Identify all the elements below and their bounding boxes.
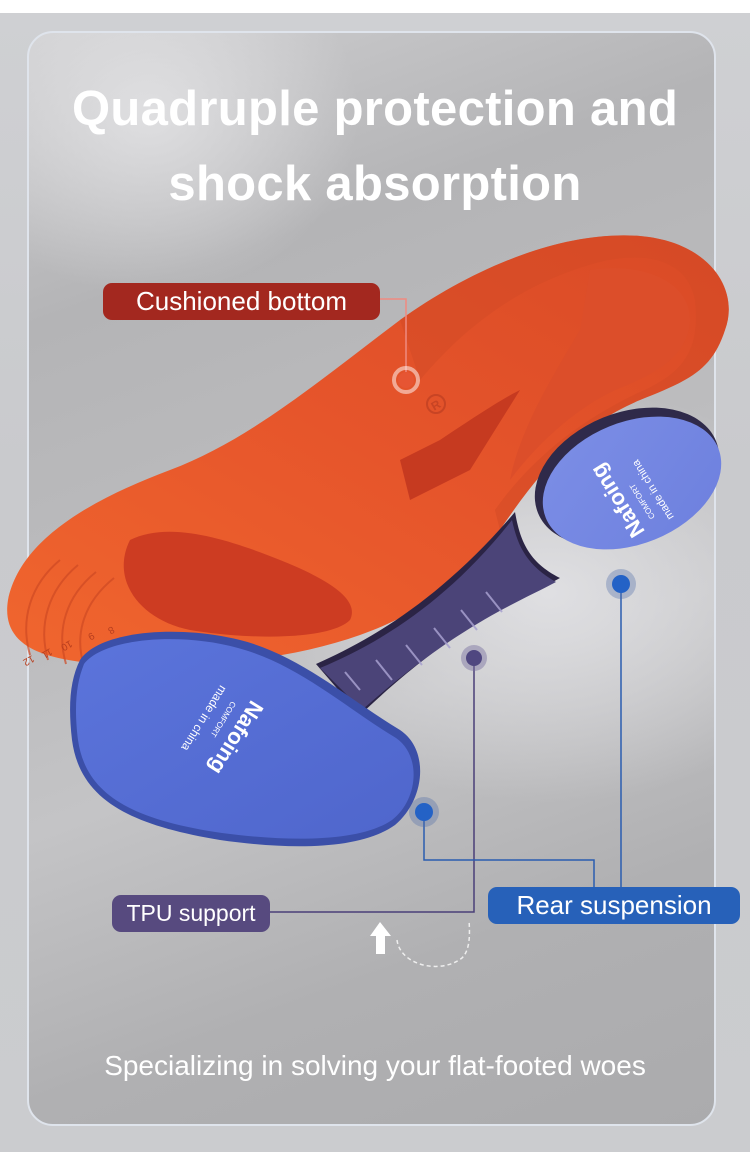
tpu-support-piece [316,512,560,715]
cushioned-bottom-label: Cushioned bottom [103,283,380,320]
insole-logo-mark [426,394,446,414]
tpu-marker [466,650,482,666]
cushion-marker [398,372,414,388]
rear-suspension-label: Rear suspension [488,887,740,924]
rear-connector-front [423,812,595,887]
svg-text:12: 12 [20,652,36,667]
callout-connectors [270,298,636,913]
up-arrow-icon [370,922,391,954]
dashed-arc [396,919,471,968]
insole-cushion: R 12 11 10 9 8 [7,235,729,668]
tagline: Specializing in solving your flat-footed… [104,1050,646,1081]
lift-indicator [370,919,471,968]
rear-suspension-pad: Nafoing COMFORT made in china [534,407,722,550]
headline: Quadruple protection and shock absorptio… [0,72,750,222]
cushion-marker-ring [392,366,420,394]
tpu-support-label: TPU support [112,895,270,932]
size-marks: 12 11 10 9 8 [20,623,116,667]
rear-heel-marker [612,575,630,593]
metatarsal-pad: Nafoing COMFORT made in china [70,631,421,847]
headline-line-2: shock absorption [168,157,582,211]
svg-text:10: 10 [58,637,74,652]
svg-text:9: 9 [85,629,96,642]
headline-line-1: Quadruple protection and [71,82,679,136]
cushion-connector [380,298,407,372]
svg-text:8: 8 [105,623,116,636]
tpu-connector [270,664,475,913]
rear-front-marker [415,803,433,821]
